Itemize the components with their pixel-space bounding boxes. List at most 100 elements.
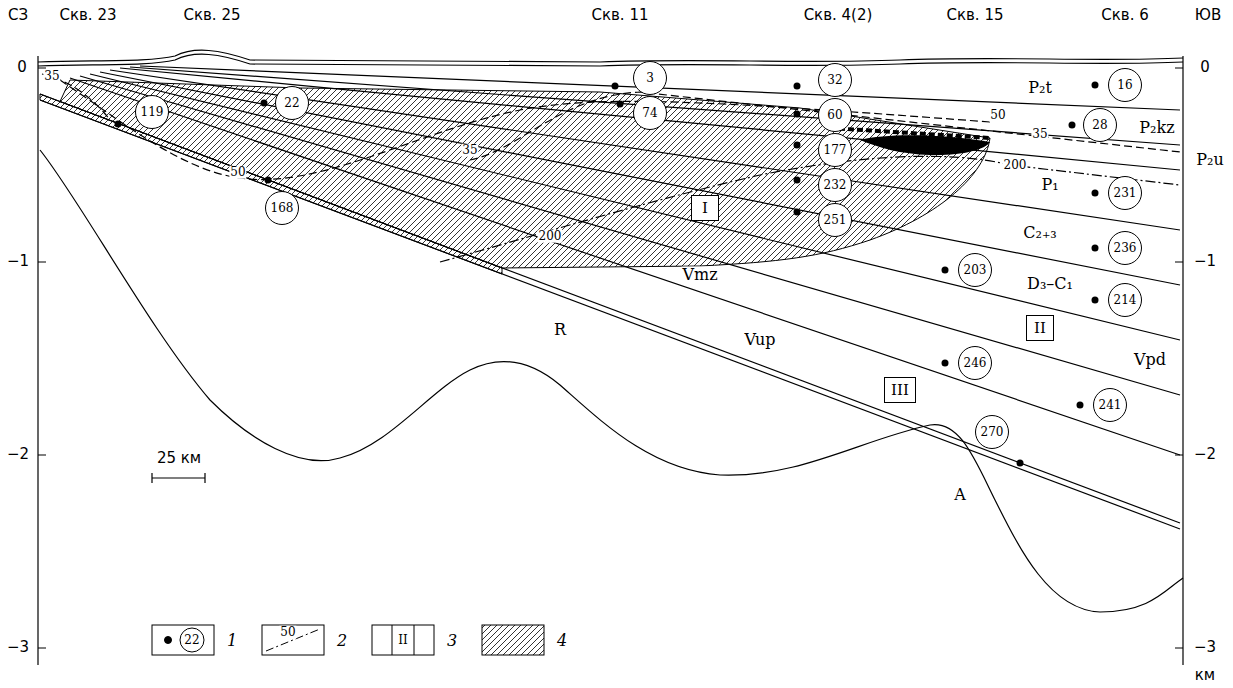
stratum-index: P₂kz xyxy=(1138,120,1175,137)
node-text: 236 xyxy=(1114,242,1137,254)
node-text: 203 xyxy=(964,264,987,276)
sample-value-circle: 232 xyxy=(818,168,852,202)
sample-point xyxy=(115,121,122,128)
depth-tick: −1 xyxy=(6,254,30,270)
well-name: Скв. 23 xyxy=(59,8,118,24)
sample-point xyxy=(1092,190,1099,197)
legend-sample xyxy=(152,625,544,655)
sample-point xyxy=(942,360,949,367)
sample-value-circle: 246 xyxy=(958,346,992,380)
sample-value-circle: 203 xyxy=(958,253,992,287)
node-text: 241 xyxy=(1099,399,1122,411)
stratum-index: C₂₊₃ xyxy=(1022,225,1058,242)
sample-point xyxy=(794,111,801,118)
zone-number-box: III xyxy=(884,377,916,403)
well-name: Скв. 15 xyxy=(946,8,1005,24)
isoline-value: 35 xyxy=(461,144,478,157)
sample-point xyxy=(942,267,949,274)
sample-point xyxy=(612,83,619,90)
isoline-value: 200 xyxy=(1003,159,1028,172)
sample-value-circle: 241 xyxy=(1093,388,1127,422)
node-text: 232 xyxy=(824,179,847,191)
stratum-index: Vpd xyxy=(1133,352,1167,369)
stratum-index: Vmz xyxy=(681,267,718,284)
sample-point xyxy=(1077,402,1084,409)
legend-sample-text: 22 xyxy=(183,634,200,647)
zone-number-box: II xyxy=(1026,315,1054,341)
depth-tick: −3 xyxy=(1193,640,1217,656)
node-text: II xyxy=(1034,321,1046,336)
legend-number: 2 xyxy=(337,633,347,649)
depth-tick: −3 xyxy=(6,640,30,656)
well-name: Скв. 4(2) xyxy=(803,8,874,24)
scale-bar: 25 км xyxy=(156,451,202,467)
sample-point xyxy=(794,209,801,216)
node-text: 119 xyxy=(141,106,164,118)
well-name: Скв. 6 xyxy=(1100,8,1149,24)
sample-value-circle: 22 xyxy=(275,86,309,120)
node-text: 231 xyxy=(1114,187,1137,199)
stratum-index: Vup xyxy=(743,332,776,349)
stratum-index: R xyxy=(553,322,567,339)
node-text: 28 xyxy=(1092,119,1107,131)
sample-point xyxy=(794,142,801,149)
sample-value-circle: 32 xyxy=(818,63,852,97)
sample-value-circle: 177 xyxy=(818,133,852,167)
sample-point xyxy=(794,177,801,184)
stratum-index: P₂t xyxy=(1027,80,1053,97)
axis-unit: км xyxy=(1194,668,1216,684)
sample-point xyxy=(1017,460,1024,467)
zone-number-box: I xyxy=(691,195,719,221)
sample-value-circle: 3 xyxy=(633,61,667,95)
sample-point xyxy=(265,177,272,184)
sample-value-circle: 270 xyxy=(975,415,1009,449)
direction-label: ЮВ xyxy=(1194,8,1222,24)
depth-tick: −2 xyxy=(6,447,30,463)
node-text: 214 xyxy=(1114,294,1137,306)
sample-point xyxy=(1092,245,1099,252)
legend-number: 1 xyxy=(227,633,237,649)
stratum-index: P₂u xyxy=(1195,152,1224,169)
node-text: 74 xyxy=(642,107,657,119)
legend-number: 4 xyxy=(557,633,567,649)
node-text: 32 xyxy=(827,74,842,86)
node-text: I xyxy=(702,201,708,216)
stratum-index: P₁ xyxy=(1040,177,1059,194)
node-text: 3 xyxy=(646,72,654,84)
sample-point xyxy=(794,83,801,90)
isoline-value: 200 xyxy=(538,230,563,243)
sample-point xyxy=(1069,122,1076,129)
stratum-index: D₃–C₁ xyxy=(1026,276,1074,293)
well-name: Скв. 11 xyxy=(591,8,650,24)
axis xyxy=(38,56,1183,665)
node-text: 270 xyxy=(981,426,1004,438)
isoline-value: 35 xyxy=(1031,128,1048,141)
hatched-zone xyxy=(40,80,990,274)
sample-value-circle: 60 xyxy=(818,98,852,132)
legend-sample-text: II xyxy=(397,634,408,647)
sample-point xyxy=(617,101,624,108)
legend-number: 3 xyxy=(447,633,457,649)
isoline-value: 50 xyxy=(229,166,246,179)
sample-value-circle: 119 xyxy=(135,95,169,129)
isoline-value: 35 xyxy=(43,70,60,83)
node-text: 60 xyxy=(827,109,842,121)
sample-value-circle: 16 xyxy=(1108,68,1142,102)
sample-point xyxy=(1092,82,1099,89)
isoline xyxy=(440,156,1180,262)
well-name: Скв. 25 xyxy=(183,8,242,24)
node-text: 16 xyxy=(1117,79,1132,91)
depth-tick: −1 xyxy=(1193,254,1217,270)
depth-tick: 0 xyxy=(1199,60,1211,76)
layer-boundary xyxy=(38,50,1183,612)
legend-sample-text: 50 xyxy=(279,626,296,639)
sample-value-circle: 168 xyxy=(265,191,299,225)
sample-value-circle: 251 xyxy=(818,203,852,237)
node-text: III xyxy=(891,383,909,398)
ore-band xyxy=(830,128,990,138)
sample-value-circle: 28 xyxy=(1083,108,1117,142)
node-text: 22 xyxy=(284,97,299,109)
node-text: 177 xyxy=(824,144,847,156)
sample-value-circle: 214 xyxy=(1108,283,1142,317)
